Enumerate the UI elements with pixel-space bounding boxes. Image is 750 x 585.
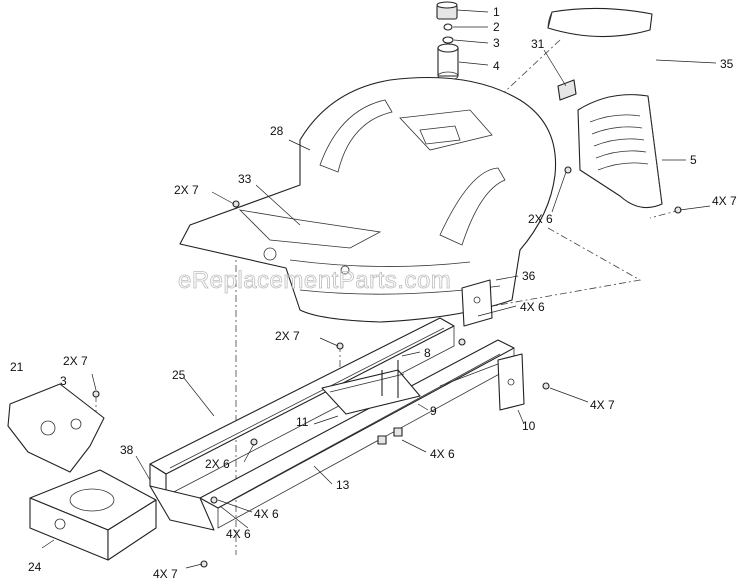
- callout-3b: 3: [60, 374, 67, 388]
- bolts: [92, 166, 682, 568]
- part-5-fender: [577, 94, 663, 209]
- callout-4x7-c: 4X 7: [153, 567, 178, 581]
- callout-2x6-a: 2X 6: [528, 212, 553, 226]
- part-28-body: [179, 76, 557, 323]
- callout-3: 3: [493, 36, 500, 50]
- callout-35: 35: [720, 57, 734, 71]
- callout-10: 10: [522, 419, 536, 433]
- part-11-crossmember: [321, 369, 421, 415]
- watermark: eReplacementParts.com: [178, 267, 451, 294]
- callout-4x6-a: 4X 6: [520, 300, 545, 314]
- part-1-cap: [436, 1, 458, 20]
- part-31-decal: [557, 79, 577, 101]
- part-36-bracket: [461, 279, 493, 327]
- callout-4x6-b: 4X 6: [254, 507, 279, 521]
- part-21-guard: [7, 383, 105, 473]
- callout-2x7-a: 2X 7: [174, 183, 199, 197]
- callout-11: 11: [296, 415, 309, 429]
- callout-36: 36: [522, 269, 536, 283]
- callout-8: 8: [424, 346, 431, 360]
- callout-2x6-b: 2X 6: [205, 457, 230, 471]
- part-24-plate: [29, 469, 157, 561]
- callout-13: 13: [336, 478, 350, 492]
- part-10-bracket: [439, 353, 525, 411]
- part-35-bar: [547, 7, 653, 38]
- callout-4x7-b: 4X 7: [590, 398, 615, 412]
- callout-2x7-b: 2X 7: [275, 329, 300, 343]
- part-8-studs: [377, 360, 403, 445]
- part-4-sleeve: [437, 43, 459, 81]
- callout-4x6-d: 4X 6: [226, 527, 251, 541]
- callout-33: 33: [238, 172, 252, 186]
- callout-31: 31: [531, 37, 545, 51]
- part-2-spring: [443, 23, 453, 31]
- callout-4: 4: [493, 59, 500, 73]
- callout-4x7-a: 4X 7: [712, 194, 737, 208]
- callout-38: 38: [120, 443, 134, 457]
- callout-4x6-c: 4X 6: [430, 447, 455, 461]
- callout-2x7-c: 2X 7: [63, 354, 88, 368]
- callout-21: 21: [10, 360, 24, 374]
- callout-25: 25: [172, 368, 186, 382]
- part-38-bracket: [149, 485, 215, 531]
- callout-9: 9: [430, 404, 437, 418]
- part-25-left-rail: [149, 317, 455, 497]
- callout-labels: 1 2 3 4 31 35 28 5 2X 7 33 4X 7 2X 6 36 …: [10, 5, 737, 581]
- callout-2: 2: [493, 20, 500, 34]
- callout-5: 5: [690, 153, 697, 167]
- part-3-washer: [442, 36, 454, 44]
- callout-1: 1: [493, 5, 500, 19]
- callout-24: 24: [28, 560, 42, 574]
- leader-lines: [41, 9, 717, 569]
- callout-28: 28: [270, 124, 284, 138]
